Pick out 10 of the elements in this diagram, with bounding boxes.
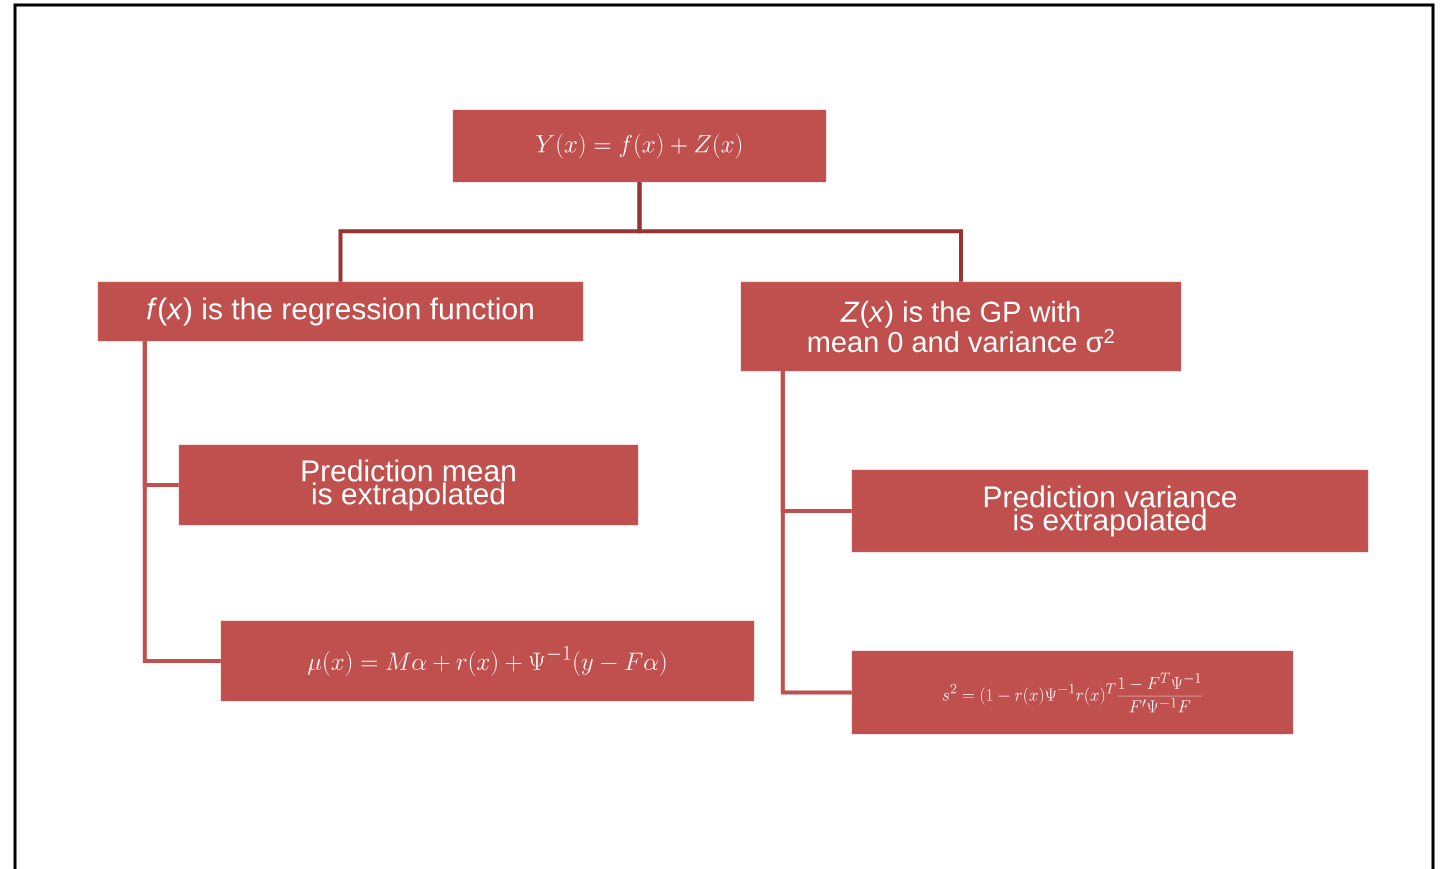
connector (637, 182, 963, 282)
connector (780, 371, 852, 695)
text-box: f(x) is the regression function (97, 281, 584, 342)
formula-box: $Y(x) = f(x) + Z(x)$ (452, 109, 827, 183)
formula-box: $s^2 = (1 - r(x)\Psi^{-1} r(x)^T \frac{1 - F^T\Psi^{-1}}{F'\Psi^{-1}F}$ (851, 650, 1294, 735)
text-box: Prediction mean is extrapolated (178, 444, 639, 526)
text-box: Z(x) is the GP with mean 0 and variance σ$^{2}$ (740, 281, 1182, 372)
connector (142, 341, 221, 663)
text-box: Prediction variance is extrapolated (851, 469, 1369, 553)
formula-box: $\mu(x) = M\alpha + r(x) + \Psi^{-1}(y - F\alpha)$ (220, 620, 755, 702)
